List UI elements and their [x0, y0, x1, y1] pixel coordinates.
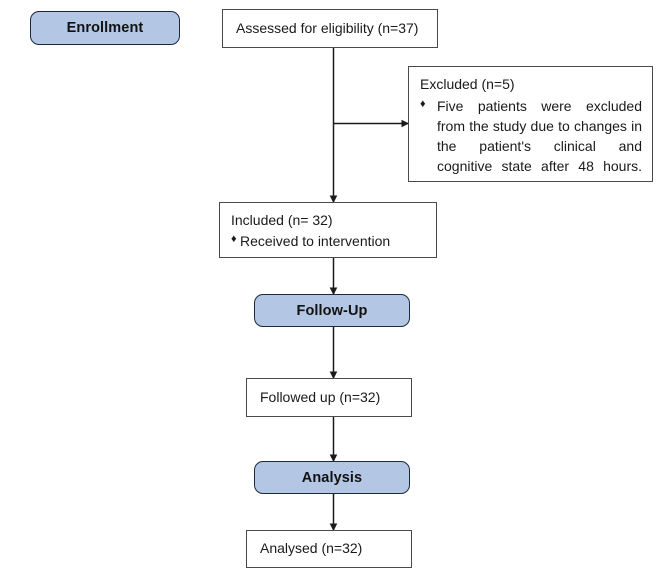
box-followed-up-title: Followed up (n=32) — [260, 388, 381, 405]
stage-follow-up-label: Follow-Up — [296, 302, 368, 319]
box-excluded-title: Excluded (n=5) — [420, 76, 515, 92]
box-excluded-bullet-item: ♦ Five patients were excluded from the s… — [420, 97, 642, 196]
box-analysed-title: Analysed (n=32) — [260, 540, 363, 557]
stage-enrollment: Enrollment — [30, 11, 180, 45]
box-included-title: Included (n= 32) — [231, 212, 333, 228]
box-included-bullet-text: Received to intervention — [240, 232, 391, 249]
box-excluded: Excluded (n=5) ♦ Five patients were excl… — [408, 66, 653, 182]
box-included: Included (n= 32) ♦ Received to intervent… — [219, 202, 437, 258]
box-assessed-for-eligibility: Assessed for eligibility (n=37) — [222, 9, 438, 48]
diamond-bullet-icon: ♦ — [420, 97, 426, 110]
stage-analysis: Analysis — [254, 461, 410, 494]
stage-analysis-label: Analysis — [301, 469, 363, 486]
box-followed-up: Followed up (n=32) — [246, 378, 412, 417]
stage-follow-up: Follow-Up — [254, 294, 410, 327]
stage-enrollment-label: Enrollment — [66, 20, 144, 36]
diamond-bullet-icon: ♦ — [231, 232, 237, 245]
box-assessed-title: Assessed for eligibility (n=37) — [236, 19, 419, 36]
box-included-bullet-item: ♦ Received to intervention — [231, 232, 425, 252]
box-excluded-bullet-text: Five patients were excluded from the stu… — [437, 97, 642, 174]
box-analysed: Analysed (n=32) — [246, 530, 412, 568]
